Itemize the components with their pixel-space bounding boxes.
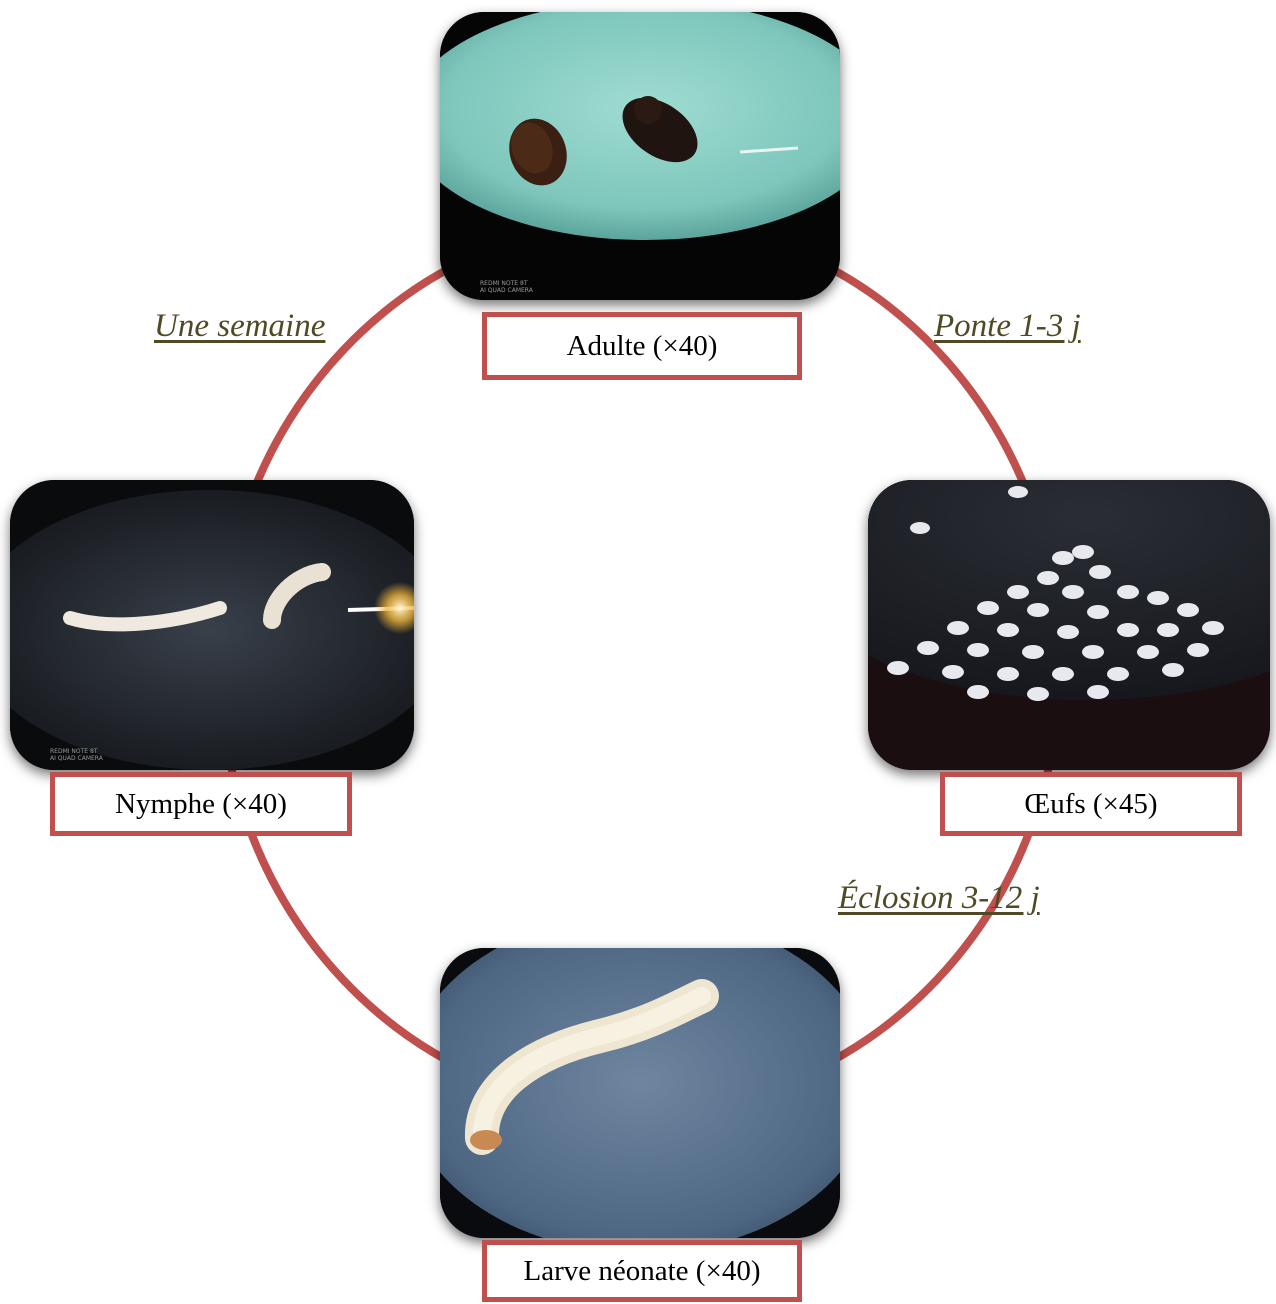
week-duration: Une semaine [154, 308, 325, 345]
adult-label: Adulte (×40) [482, 312, 802, 380]
pupa-photo: REDMI NOTE 8T AI QUAD CAMERA [10, 480, 414, 770]
hatching-duration: Éclosion 3-12 j [838, 880, 1040, 917]
watermark-line: AI QUAD CAMERA [50, 755, 103, 762]
larva-label: Larve néonate (×40) [482, 1240, 802, 1302]
pupa-label: Nymphe (×40) [50, 772, 352, 836]
eggs-label: Œufs (×45) [940, 772, 1242, 836]
laying-duration: Ponte 1-3 j [934, 308, 1081, 345]
eggs-photo [868, 480, 1270, 770]
larva-photo [440, 948, 840, 1238]
adult-photo: REDMI NOTE 8T AI QUAD CAMERA [440, 12, 840, 300]
watermark-line: REDMI NOTE 8T [50, 748, 103, 755]
camera-watermark: REDMI NOTE 8T AI QUAD CAMERA [50, 748, 103, 762]
camera-watermark: REDMI NOTE 8T AI QUAD CAMERA [480, 280, 533, 294]
watermark-line: REDMI NOTE 8T [480, 280, 533, 287]
watermark-line: AI QUAD CAMERA [480, 287, 533, 294]
